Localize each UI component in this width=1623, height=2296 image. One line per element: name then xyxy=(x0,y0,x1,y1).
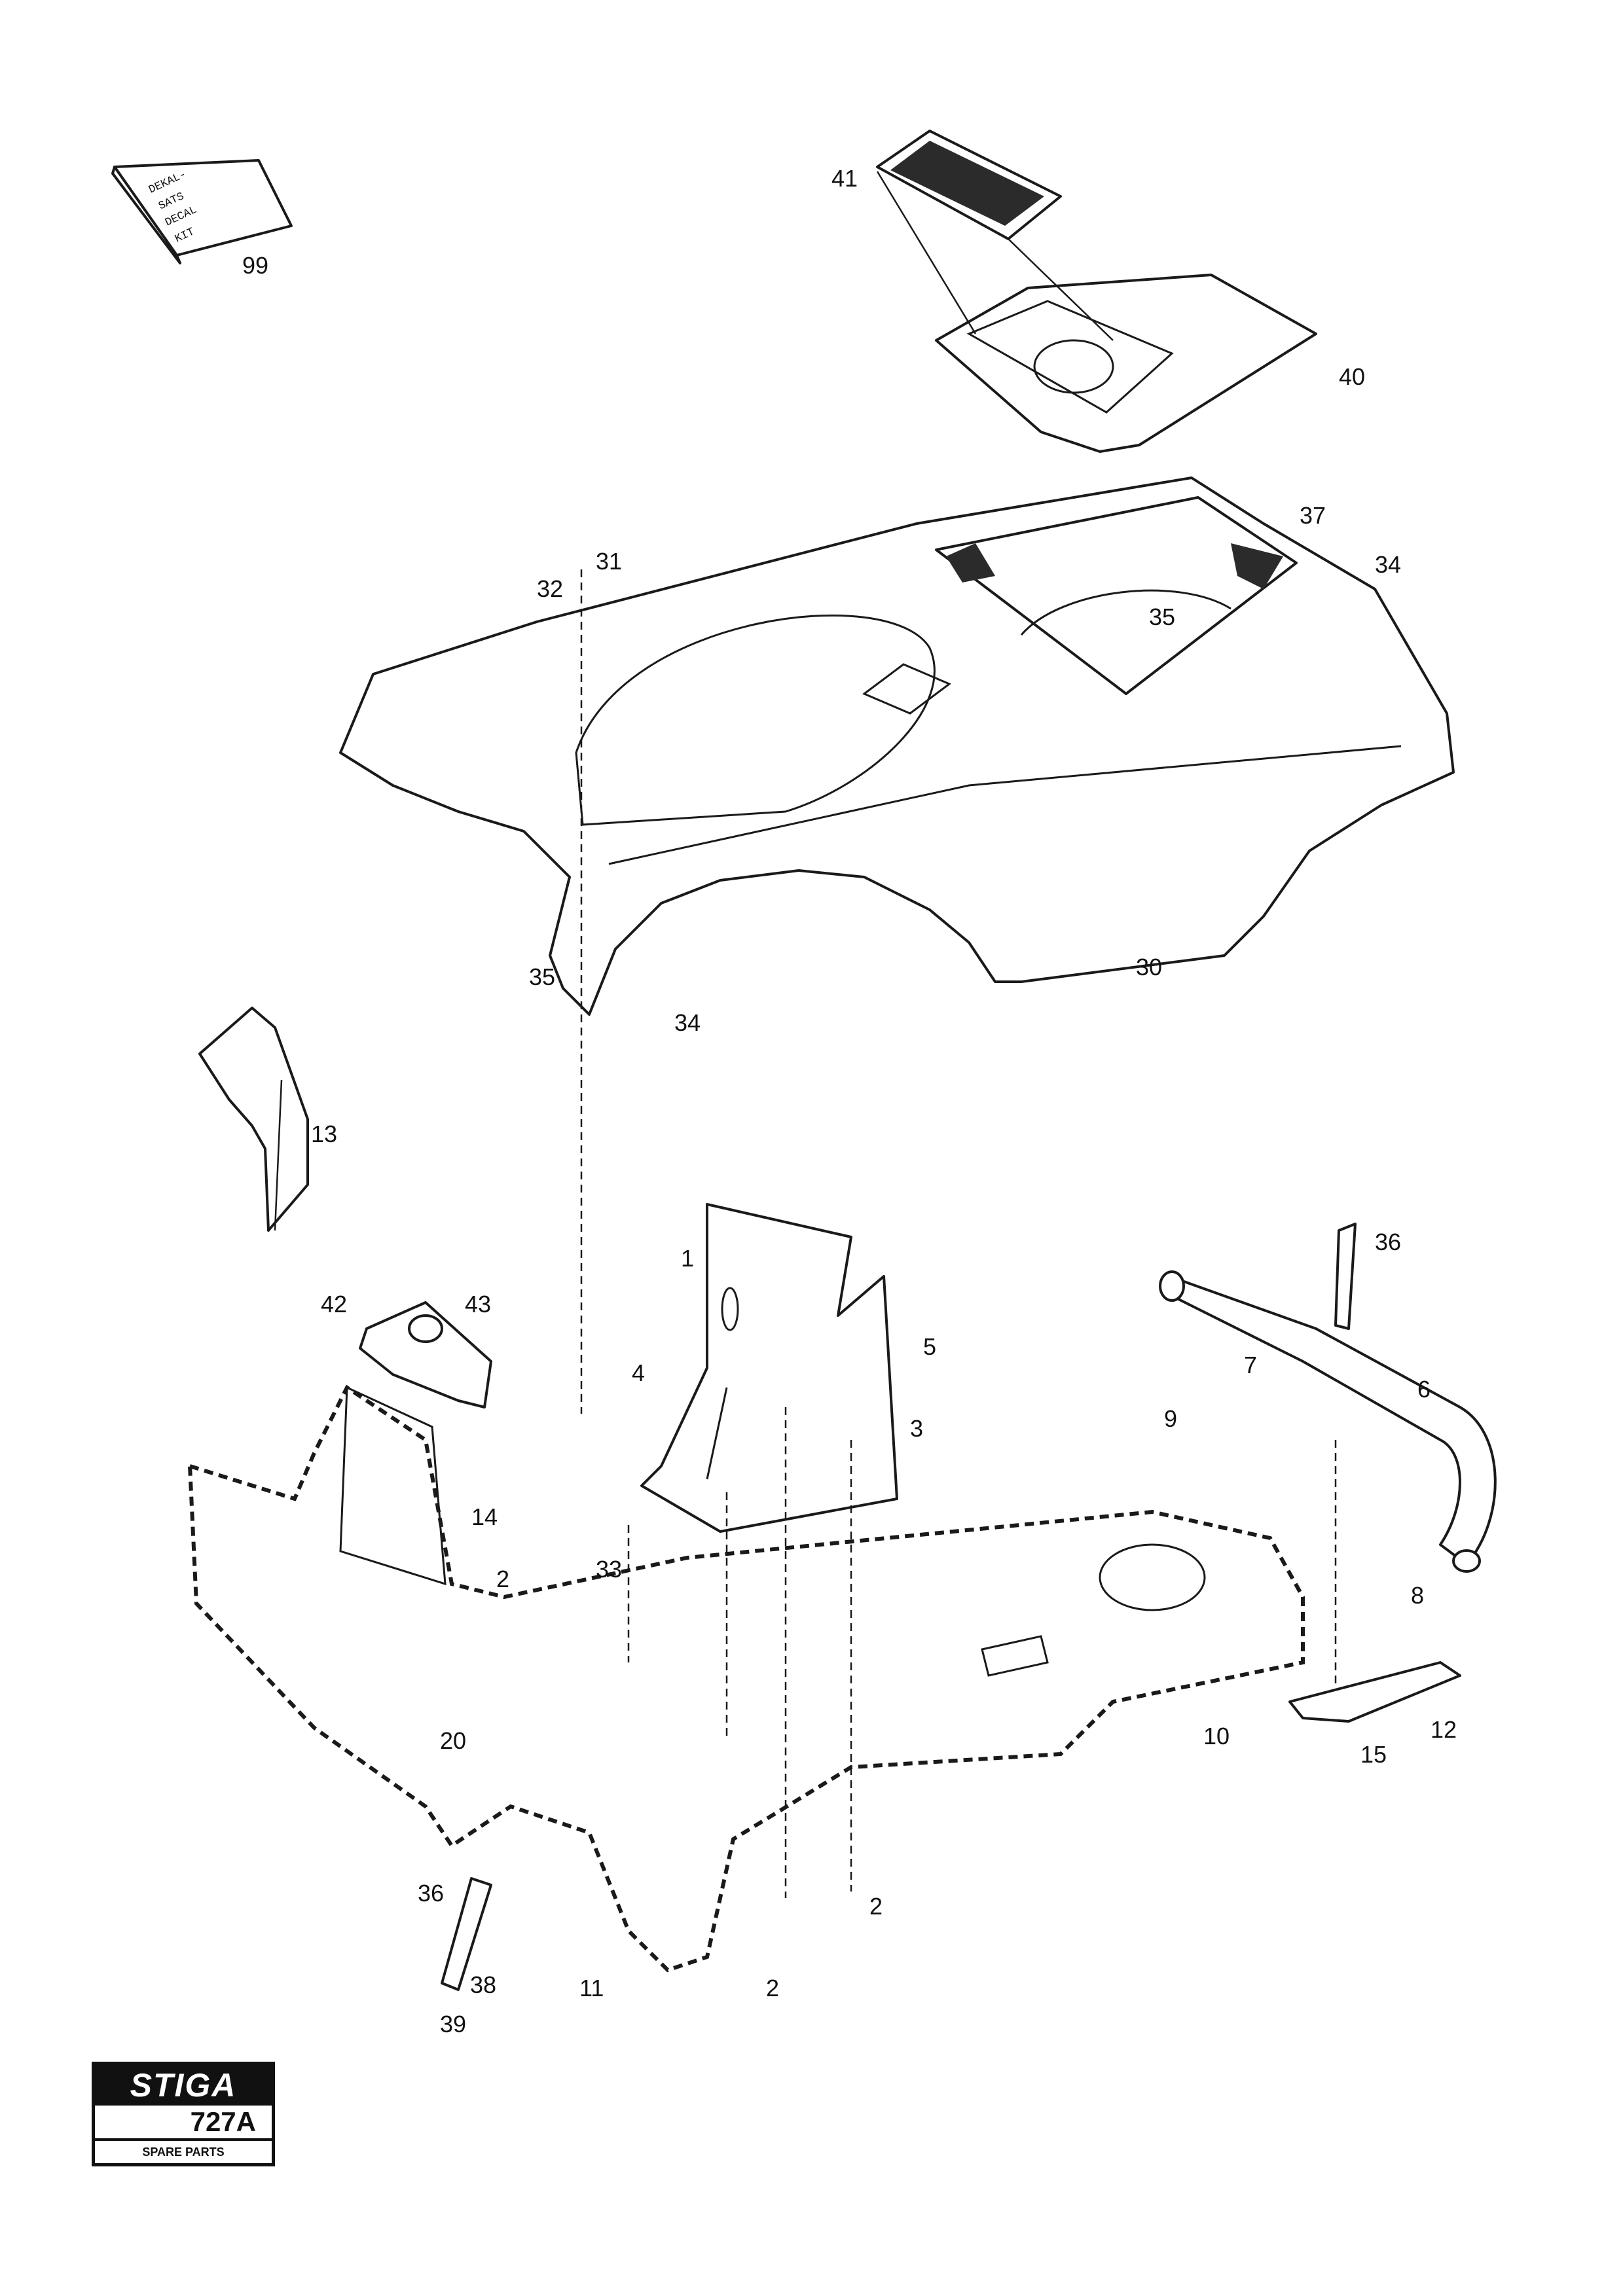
callout-15: 15 xyxy=(1360,1741,1387,1768)
callout-6: 6 xyxy=(1417,1376,1431,1403)
callout-99: 99 xyxy=(242,252,268,279)
side-bracket-part xyxy=(198,1007,309,1232)
callout-1: 1 xyxy=(681,1245,694,1272)
callout-35-lower: 35 xyxy=(529,963,555,990)
tow-bracket-part xyxy=(1288,1661,1461,1723)
callout-34-lower: 34 xyxy=(674,1009,701,1036)
callout-4: 4 xyxy=(632,1359,645,1386)
stiga-logo-box: STIGA 727A SPARE PARTS xyxy=(92,2062,275,2166)
callout-41: 41 xyxy=(831,165,858,192)
callout-9: 9 xyxy=(1164,1405,1177,1432)
strap-lower-part xyxy=(441,1877,492,1991)
callout-2-right: 2 xyxy=(869,1893,883,1920)
callout-43: 43 xyxy=(465,1291,491,1318)
callout-33: 33 xyxy=(596,1556,622,1583)
callout-3: 3 xyxy=(910,1415,923,1442)
callout-11: 11 xyxy=(579,1975,604,2001)
callout-42: 42 xyxy=(321,1291,347,1318)
callout-36: 36 xyxy=(1375,1229,1401,1255)
console-cover-part xyxy=(876,171,1317,453)
strap-upper-part xyxy=(1334,1223,1357,1330)
brand-logo: STIGA xyxy=(95,2065,272,2106)
callout-7: 7 xyxy=(1244,1352,1257,1378)
callout-2: 2 xyxy=(496,1566,509,1592)
callout-38: 38 xyxy=(470,1971,496,1998)
callout-40: 40 xyxy=(1339,363,1365,390)
mount-plate-part xyxy=(640,1203,898,1533)
grille-part xyxy=(876,130,1062,240)
callout-31: 31 xyxy=(596,548,622,575)
callout-2-lower: 2 xyxy=(766,1975,779,2001)
callout-12: 12 xyxy=(1431,1716,1457,1743)
callout-35: 35 xyxy=(1149,603,1175,630)
callout-39: 39 xyxy=(440,2011,466,2037)
control-box-part xyxy=(359,1301,492,1408)
callout-5: 5 xyxy=(923,1333,936,1360)
callout-20: 20 xyxy=(440,1727,466,1754)
callout-14: 14 xyxy=(471,1503,498,1530)
model-number: 727A xyxy=(95,2106,272,2141)
callout-8: 8 xyxy=(1411,1582,1424,1609)
callout-34: 34 xyxy=(1375,551,1401,578)
callout-10: 10 xyxy=(1203,1723,1230,1749)
spare-parts-label: SPARE PARTS xyxy=(142,2145,225,2159)
callout-32: 32 xyxy=(537,575,563,602)
hood-body-part xyxy=(339,476,1455,1016)
main-frame-part xyxy=(187,1384,1305,1973)
bumper-tube-part xyxy=(1159,1270,1497,1573)
callout-30: 30 xyxy=(1136,954,1162,980)
callout-36-lower: 36 xyxy=(418,1880,444,1907)
decal-kit-booklet: DEKAL- SATS DECAL KIT xyxy=(111,159,293,264)
callout-37: 37 xyxy=(1300,502,1326,529)
callout-13: 13 xyxy=(311,1121,337,1147)
